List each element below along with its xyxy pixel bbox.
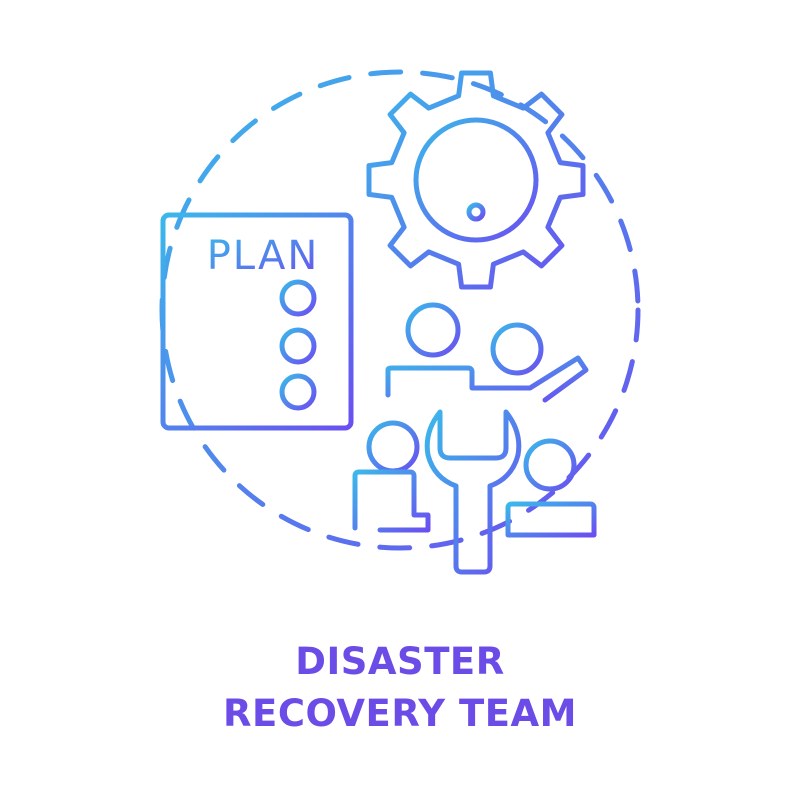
caption-line-1: DISASTER [295, 640, 505, 683]
gear-alert-icon [366, 70, 586, 290]
caption-line-2: RECOVERY TEAM [223, 692, 577, 735]
disaster-recovery-team-icon: PLAN [159, 69, 641, 575]
icon-artwork: PLAN [159, 69, 641, 575]
plan-label: PLAN [207, 233, 320, 279]
person-right-back-icon [490, 322, 548, 443]
person-left-front-icon [352, 420, 431, 533]
presenter-person-icon [385, 302, 589, 403]
person-right-front-icon [505, 438, 597, 538]
wrench-icon [424, 409, 522, 575]
caption-title: DISASTER RECOVERY TEAM [0, 636, 800, 740]
plan-board-icon [160, 212, 354, 431]
